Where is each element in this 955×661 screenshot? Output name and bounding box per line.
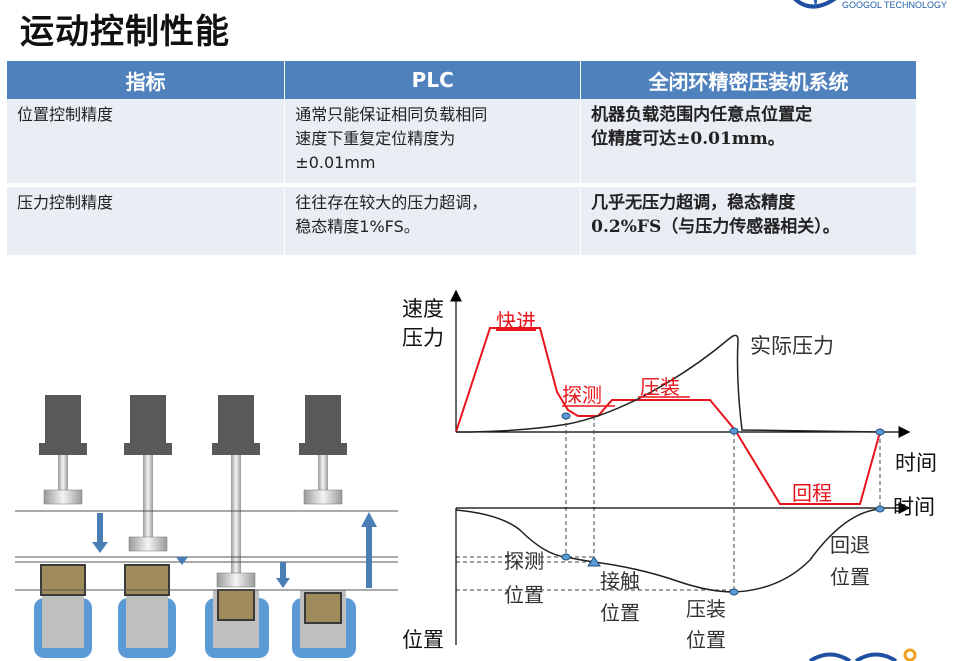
phase-probe-label: 探测 — [562, 383, 602, 407]
probe-point — [561, 412, 571, 420]
down-arrow-icon — [92, 513, 108, 553]
page-title: 运动控制性能 — [20, 12, 230, 52]
plc-cell: 通常只能保证相同负载相同 速度下重复定位精度为 ±0.01mm — [284, 99, 582, 187]
pressure-label: 压力 — [402, 326, 444, 350]
table-header: 指标 — [7, 61, 286, 99]
press-position-label: 压装 — [686, 597, 726, 621]
bottom-logo-icon — [808, 648, 917, 661]
contact-position-marker — [587, 556, 601, 567]
speed-label: 速度 — [402, 297, 444, 321]
probe-position-point — [561, 553, 571, 561]
press-position-point — [729, 588, 739, 596]
phase-guides — [456, 416, 881, 591]
company-logo-text: GOOGOL TECHNOLOGY — [841, 0, 947, 10]
position-curve — [455, 508, 881, 593]
metric-cell: 位置控制精度 — [7, 99, 286, 187]
probe-position-label: 探测 — [504, 549, 544, 573]
press-station-3 — [205, 395, 269, 658]
press-station-4 — [292, 395, 356, 658]
return-end-point — [875, 428, 885, 436]
svg-text:位置: 位置 — [504, 583, 544, 607]
retract-position-label: 回退 — [830, 533, 870, 557]
press-end-point — [729, 427, 739, 435]
time-label-upper: 时间 — [895, 451, 937, 475]
plc-cell: 往往存在较大的压力超调， 稳态精度1%FS。 — [284, 185, 582, 259]
actual-pressure-curve — [455, 334, 881, 433]
table-row: 压力控制精度 往往存在较大的压力超调， 稳态精度1%FS。 几乎无压力超调，稳态… — [7, 185, 917, 259]
up-arrow-icon — [361, 512, 377, 588]
svg-text:位置: 位置 — [686, 628, 726, 652]
performance-table: 指标 PLC 全闭环精密压装机系统 位置控制精度 通常只能保证相同负载相同 速度… — [7, 61, 917, 259]
press-station-1 — [34, 395, 92, 658]
svg-text:位置: 位置 — [830, 565, 870, 589]
retract-position-point — [875, 505, 885, 513]
metric-cell: 压力控制精度 — [7, 185, 286, 259]
down-arrow-icon — [176, 557, 188, 565]
table-header-row: 指标 PLC 全闭环精密压装机系统 — [7, 61, 917, 99]
svg-text:位置: 位置 — [600, 601, 640, 625]
table-header: 全闭环精密压装机系统 — [580, 61, 917, 99]
press-station-2 — [118, 395, 176, 658]
phase-press-label: 压装 — [640, 375, 680, 399]
actual-pressure-label: 实际压力 — [750, 334, 834, 358]
table-row: 位置控制精度 通常只能保证相同负载相同 速度下重复定位精度为 ±0.01mm 机… — [7, 99, 917, 187]
position-label: 位置 — [402, 628, 444, 652]
contact-position-label: 接触 — [600, 569, 640, 593]
system-cell: 几乎无压力超调，稳态精度 0.2%FS（与压力传感器相关）。 — [580, 185, 917, 259]
time-label-lower: 时间 — [893, 495, 935, 519]
phase-fast-label: 快进 — [496, 309, 536, 333]
table-header: PLC — [284, 61, 582, 99]
system-cell: 机器负载范围内任意点位置定 位精度可达±0.01mm。 — [580, 99, 917, 187]
motion-diagram: 速度 压力 位置 时间 时间 实际压力 快进 探测 压装 回程 探测 位置 接触… — [15, 289, 937, 661]
down-arrow-icon — [276, 562, 290, 588]
phase-return-label: 回程 — [792, 481, 832, 505]
company-logo-icon — [793, 0, 837, 10]
